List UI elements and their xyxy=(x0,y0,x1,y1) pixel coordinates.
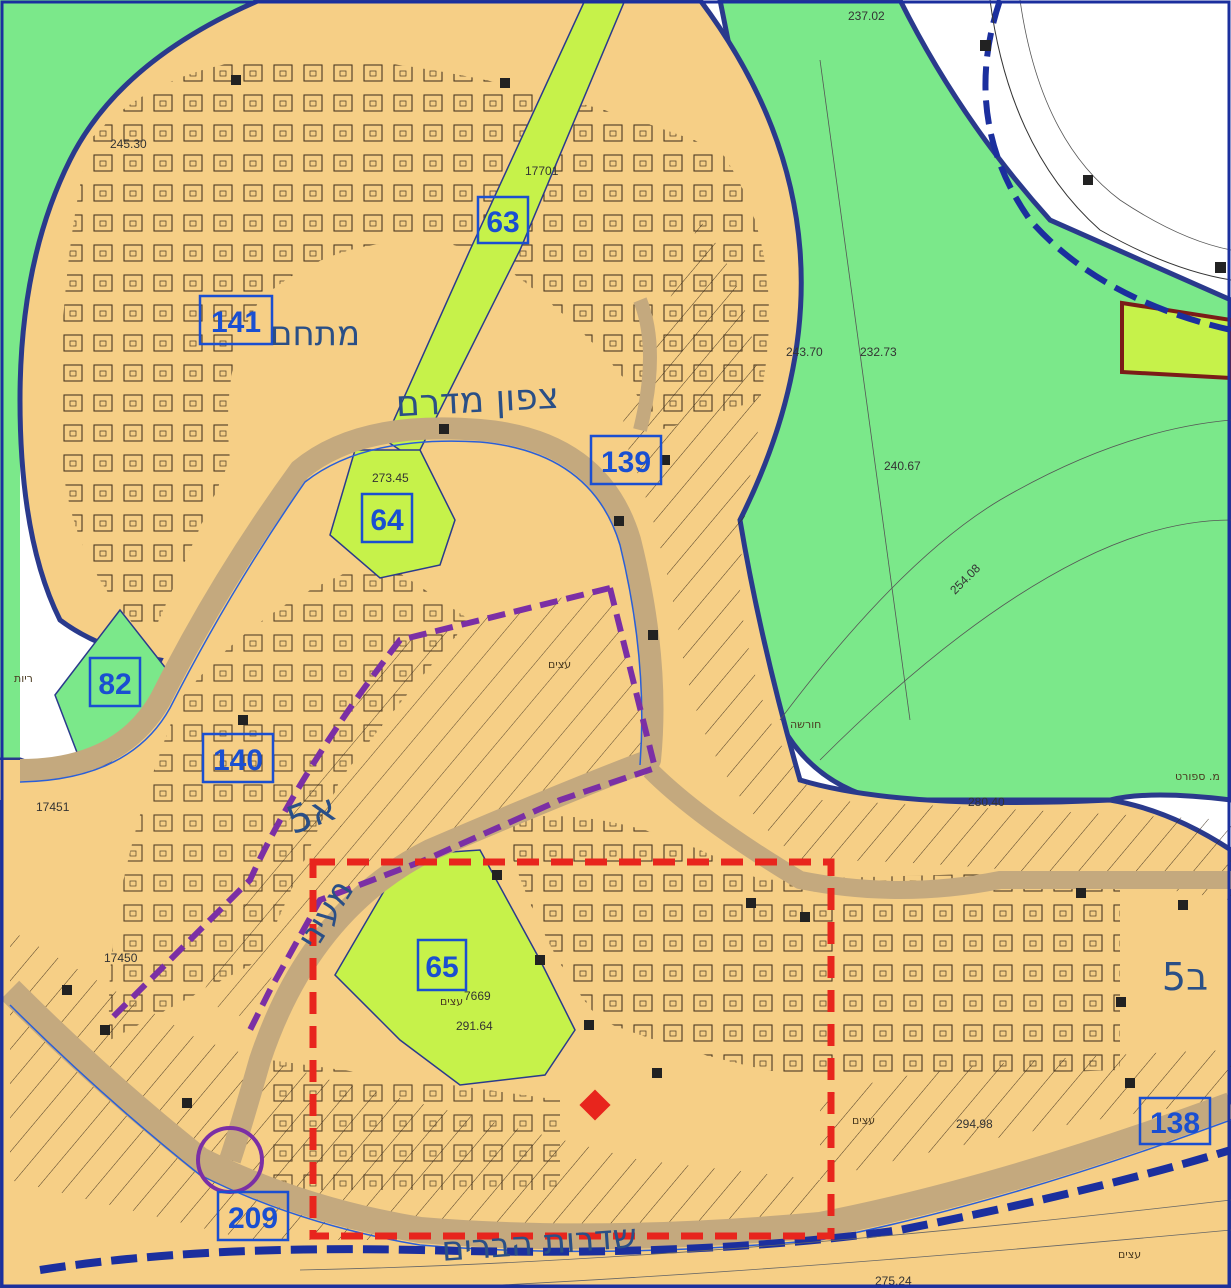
houses-north xyxy=(60,56,769,640)
road-east xyxy=(643,763,1231,899)
plot-box-65 xyxy=(416,938,468,992)
elevation-17451: 17451 xyxy=(36,800,70,814)
elevation-245: 245.30 xyxy=(110,137,147,151)
park-64 xyxy=(329,449,456,579)
small-label-trees-4: עצים xyxy=(1118,1248,1141,1261)
road-loop-border xyxy=(19,440,643,783)
highlight-box xyxy=(309,858,835,1240)
small-label-trees-1: עצים xyxy=(548,658,571,671)
plot-number-141[interactable]: 141 xyxy=(211,306,261,339)
street-name-north-south: צפון מדרם xyxy=(395,376,560,425)
elevation-7669: 7669 xyxy=(464,989,491,1003)
small-label-grove: חורשה xyxy=(790,718,821,731)
plot-number-139[interactable]: 139 xyxy=(601,446,651,479)
plot-box-141 xyxy=(198,294,274,346)
elevation-294: 294.98 xyxy=(956,1117,993,1131)
plot-box-139 xyxy=(589,434,663,486)
plot-box-140 xyxy=(201,732,275,784)
plan-boundary-south xyxy=(39,1146,1231,1274)
plot-number-64[interactable]: 64 xyxy=(370,504,404,537)
small-label-municipal: מ. ספורט xyxy=(1175,770,1220,783)
plot-box-209 xyxy=(216,1190,290,1242)
street-name-matchat: מתחם xyxy=(270,314,360,354)
road-north-east xyxy=(633,297,657,432)
hatched-east xyxy=(620,220,1231,1180)
plot-box-138 xyxy=(1138,1096,1212,1146)
plot-number-63[interactable]: 63 xyxy=(486,206,519,239)
contour-east-3 xyxy=(819,59,911,721)
elevation-232: 232.73 xyxy=(860,345,897,359)
elevation-243: 243.70 xyxy=(786,345,823,359)
plot-number-138[interactable]: 138 xyxy=(1150,1107,1200,1140)
contour-east-4 xyxy=(779,419,1231,721)
plot-number-140[interactable]: 140 xyxy=(213,744,263,777)
small-label-ext: ריות xyxy=(14,672,33,685)
elevation-240: 240.67 xyxy=(884,459,921,473)
elevation-273: 273.45 xyxy=(372,471,409,485)
elevation-280: 280.40 xyxy=(968,795,1005,809)
elevation-291: 291.64 xyxy=(456,1019,493,1033)
contour-east-1 xyxy=(989,0,1231,281)
elevation-17701: 17701 xyxy=(525,164,559,178)
residential-inner-west xyxy=(0,760,20,800)
plan-boundary-north xyxy=(982,0,1231,333)
plot-number-82[interactable]: 82 xyxy=(98,668,131,701)
contour-south-2 xyxy=(499,1229,1231,1286)
plot-number-65[interactable]: 65 xyxy=(425,951,458,984)
section-label-5b: 5ב xyxy=(1162,955,1208,999)
road-loop xyxy=(19,417,664,1164)
contour-east-5 xyxy=(819,519,1231,761)
plot-box-64 xyxy=(360,492,414,544)
elevation-237: 237.02 xyxy=(848,9,885,23)
park-east xyxy=(1120,300,1231,381)
open-space-west xyxy=(0,0,260,760)
plot-box-63 xyxy=(476,195,530,245)
small-label-trees-2: עצים xyxy=(440,995,463,1008)
park-65 xyxy=(334,849,576,1086)
plot-box-82 xyxy=(88,656,142,708)
elevation-17450: 17450 xyxy=(104,951,138,965)
contour-south-1 xyxy=(299,1199,1231,1271)
plot-number-209[interactable]: 209 xyxy=(228,1202,278,1235)
contour-east-2 xyxy=(1019,0,1231,251)
small-label-trees-3: עצים xyxy=(852,1114,875,1127)
hatched-purple-zone xyxy=(200,585,660,1020)
square-survey-point-icon xyxy=(62,40,1226,1108)
